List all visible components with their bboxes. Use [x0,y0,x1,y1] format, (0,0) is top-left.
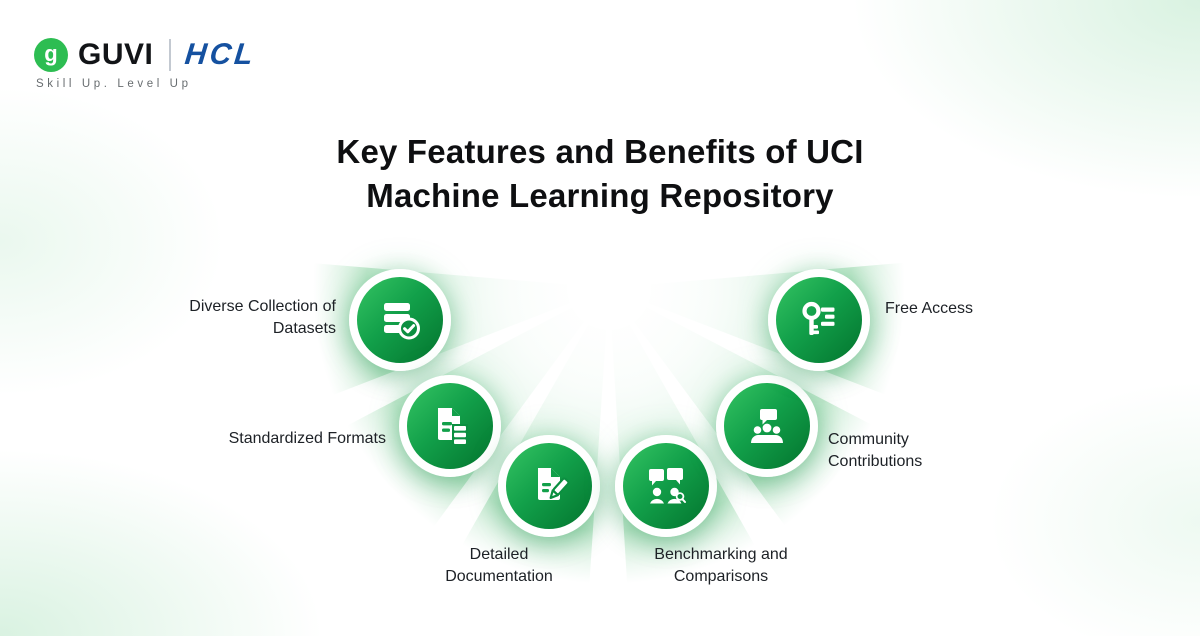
feature-label-line: Standardized Formats [228,430,386,447]
page-title-line1: Key Features and Benefits of UCI [336,133,864,170]
feature-label-line: Community [828,431,909,448]
key-icon [802,301,835,335]
brand-tagline: Skill Up. Level Up [36,78,192,90]
feature-label-free-access: Free Access [885,298,973,320]
community-group-icon [751,409,783,443]
guvi-logo-glyph: g [44,40,58,66]
feature-label-line: Detailed [469,546,529,563]
feature-node-standardized-formats [399,375,501,477]
guvi-logo-icon: g [34,38,68,72]
feature-node-diverse-datasets [349,269,451,371]
guvi-wordmark: GUVI [78,38,154,71]
feature-label-line: Contributions [828,453,923,470]
feature-label-line: Free Access [885,300,974,317]
feature-label-line: Diverse Collection of [189,298,336,315]
brand-header: g GUVI HCL [34,38,258,72]
feature-node-free-access [768,269,870,371]
feature-label-line: Datasets [272,320,336,337]
feature-label-benchmarking: Benchmarking and Comparisons [621,544,821,588]
feature-node-detailed-documentation [498,435,600,537]
logo-divider [169,39,172,71]
feature-node-community [716,375,818,477]
document-edit-icon [538,468,570,500]
document-formats-icon [438,408,468,444]
database-check-icon [384,303,420,340]
feature-label-standardized-formats: Standardized Formats [229,428,386,450]
page-title: Key Features and Benefits of UCI Machine… [0,130,1200,218]
feature-label-line: Benchmarking and [654,546,788,563]
feature-label-detailed-documentation: Detailed Documentation [399,544,599,588]
feature-label-diverse-datasets: Diverse Collection of Datasets [189,296,336,340]
feature-node-benchmarking [615,435,717,537]
feature-label-line: Documentation [445,568,553,585]
feature-label-line: Comparisons [673,568,769,585]
feature-label-community: Community Contributions [828,429,922,473]
page-title-line2: Machine Learning Repository [366,177,834,214]
people-discussion-icon [649,468,686,504]
